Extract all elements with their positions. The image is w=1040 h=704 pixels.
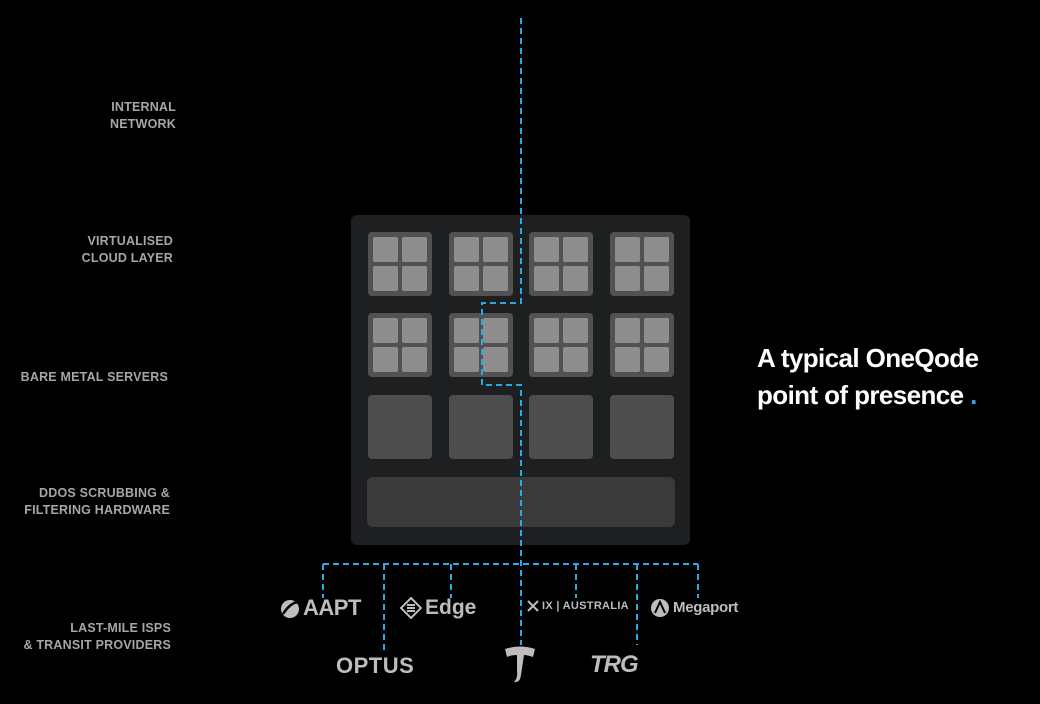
connector-trunk-top [481, 18, 522, 560]
swoosh-icon [281, 600, 299, 619]
telstra-t-icon [505, 646, 535, 683]
headline-line-2: point of presence . [757, 380, 977, 410]
cloud-node [529, 232, 593, 296]
cloud-node [610, 313, 674, 377]
bare-metal-server [368, 395, 432, 459]
provider-ix-australia: IX | AUSTRALIA [527, 600, 629, 612]
provider-edge: Edge [400, 596, 476, 620]
bare-metal-server [529, 395, 593, 459]
bare-metal-server [449, 395, 513, 459]
cloud-node [610, 232, 674, 296]
label-internal-network: INTERNAL NETWORK [110, 100, 176, 131]
cloud-node [368, 232, 432, 296]
label-last-mile-isps: LAST-MILE ISPS & TRANSIT PROVIDERS [23, 621, 171, 652]
headline-line-1: A typical OneQode [757, 343, 979, 373]
label-virtualised-cloud-layer: VIRTUALISED CLOUD LAYER [81, 234, 173, 265]
diamond-icon [400, 597, 422, 620]
provider-trg: TRG [590, 651, 639, 678]
headline: A typical OneQode point of presence . [757, 340, 1037, 414]
megaport-mark-icon [651, 599, 669, 617]
label-ddos-scrubbing: DDOS SCRUBBING & FILTERING HARDWARE [24, 486, 170, 517]
bare-metal-server [610, 395, 674, 459]
cloud-node [449, 232, 513, 296]
provider-megaport: Megaport [650, 598, 738, 618]
label-bare-metal-servers: BARE METAL SERVERS [20, 370, 168, 384]
cloud-node [529, 313, 593, 377]
headline-accent-dot: . [970, 380, 977, 410]
provider-optus: OPTUS [336, 653, 415, 678]
ix-mark-icon [527, 600, 539, 612]
provider-aapt: AAPT [280, 595, 361, 621]
cloud-node [368, 313, 432, 377]
